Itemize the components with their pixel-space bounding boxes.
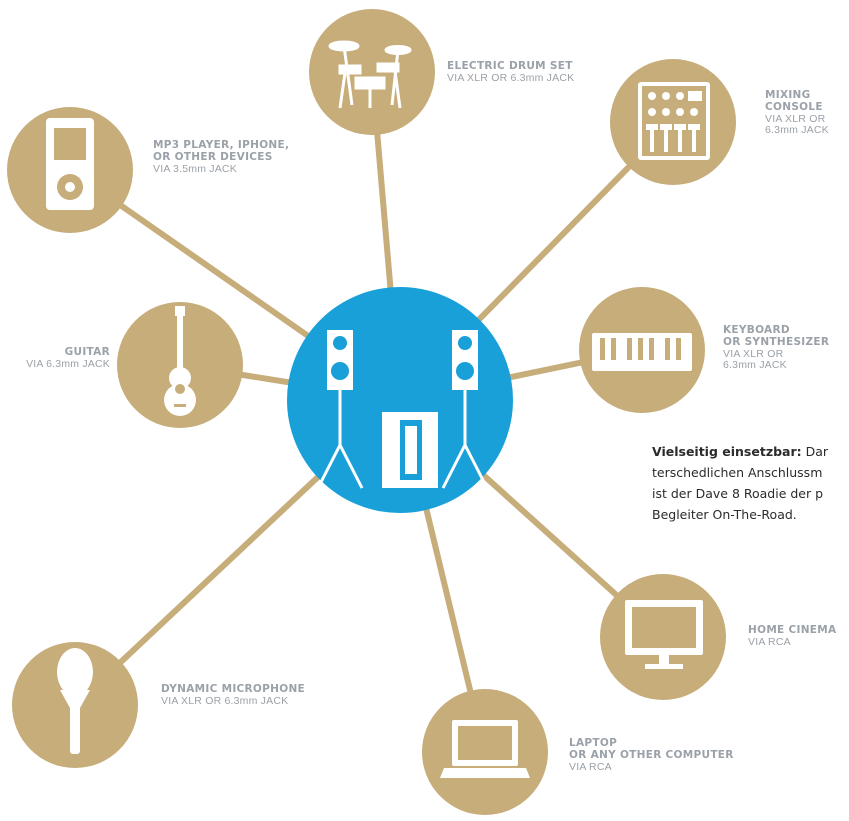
caption-text: Vielseitig einsetzbar: Dar terschedliche…	[652, 441, 849, 525]
node-mp3	[7, 107, 133, 233]
caption-line-4: Begleiter On-The-Road.	[652, 507, 797, 522]
mp3-player-icon	[46, 118, 94, 210]
label-guitar: GUITAR VIA 6.3mm JACK	[0, 346, 110, 371]
label-mixer-sub: VIA XLR OR 6.3mm JACK	[765, 112, 829, 137]
label-mic-sub: VIA XLR OR 6.3mm JACK	[161, 694, 289, 707]
label-mp3-title: MP3 PLAYER, IPHONE, OR OTHER DEVICES	[153, 139, 290, 163]
label-mixer: MIXING CONSOLE VIA XLR OR 6.3mm JACK	[765, 89, 829, 137]
hub-node	[287, 287, 513, 513]
label-keyboard-sub: VIA XLR OR 6.3mm JACK	[723, 347, 787, 372]
node-keyboard	[579, 287, 705, 413]
speaker-system-icon	[316, 330, 489, 489]
laptop-icon	[440, 720, 530, 778]
label-cinema-title: HOME CINEMA	[748, 625, 837, 636]
caption-line-1-text: Dar	[801, 444, 829, 459]
label-mic: DYNAMIC MICROPHONE VIA XLR OR 6.3mm JACK	[161, 683, 306, 708]
label-drum-title: ELECTRIC DRUM SET	[447, 60, 573, 72]
caption-line-1: Vielseitig einsetzbar: Dar	[652, 441, 849, 462]
mixer-icon	[638, 82, 710, 160]
node-laptop	[422, 689, 548, 815]
label-drum: ELECTRIC DRUM SET VIA XLR OR 6.3mm JACK	[447, 60, 575, 85]
caption-line-2: terschedlichen Anschlussm	[652, 465, 823, 480]
label-guitar-title: GUITAR	[64, 346, 110, 358]
caption-bold: Vielseitig einsetzbar:	[652, 444, 802, 459]
node-mic	[12, 642, 138, 768]
label-guitar-sub: VIA 6.3mm JACK	[26, 357, 110, 370]
drum-set-icon	[328, 40, 412, 109]
label-laptop: LAPTOP OR ANY OTHER COMPUTER VIA RCA	[569, 737, 734, 773]
label-cinema: HOME CINEMA VIA RCA	[748, 625, 849, 649]
label-drum-sub: VIA XLR OR 6.3mm JACK	[447, 71, 575, 84]
label-keyboard: KEYBOARD OR SYNTHESIZER VIA XLR OR 6.3mm…	[723, 324, 830, 372]
label-laptop-sub: VIA RCA	[569, 760, 612, 773]
node-drum	[309, 9, 435, 135]
caption-line-3: ist der Dave 8 Roadie der p	[652, 486, 824, 501]
guitar-icon	[164, 306, 196, 416]
keyboard-icon	[592, 333, 692, 371]
label-laptop-title: LAPTOP OR ANY OTHER COMPUTER	[569, 737, 734, 761]
label-mp3-sub: VIA 3.5mm JACK	[153, 162, 237, 175]
label-mixer-title: MIXING CONSOLE	[765, 89, 823, 113]
label-keyboard-title: KEYBOARD OR SYNTHESIZER	[723, 324, 830, 348]
label-mp3: MP3 PLAYER, IPHONE, OR OTHER DEVICES VIA…	[153, 139, 290, 175]
node-cinema	[600, 574, 726, 700]
node-mixer	[610, 59, 736, 185]
monitor-icon	[625, 600, 703, 669]
label-mic-title: DYNAMIC MICROPHONE	[161, 683, 306, 695]
label-cinema-sub: VIA RCA	[748, 635, 791, 648]
node-guitar	[117, 302, 243, 428]
microphone-icon	[57, 648, 93, 754]
